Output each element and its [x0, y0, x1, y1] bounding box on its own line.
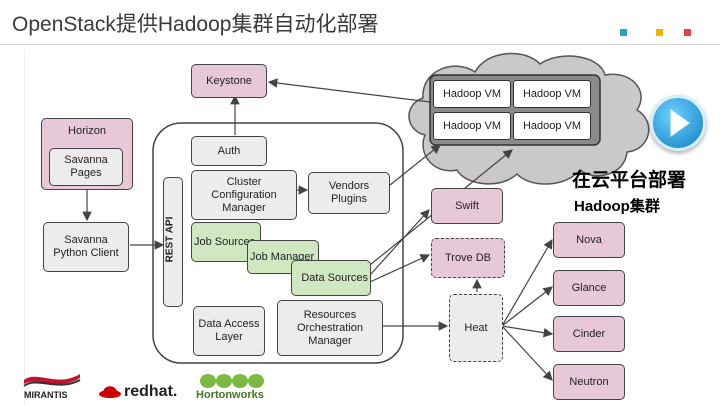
- rest-api-box: [163, 177, 183, 307]
- mirantis-logo-text: MIRANTIS: [24, 390, 68, 400]
- redhat-logo-mark: [99, 386, 121, 398]
- accent-dot-blue: [620, 29, 627, 36]
- savanna-client-box: Savanna Python Client: [43, 222, 129, 272]
- accent-dot-yellow: [656, 29, 663, 36]
- mirantis-logo-mark: [23, 374, 81, 387]
- trove-box: Trove DB: [431, 238, 505, 278]
- data-sources-box: Data Sources: [291, 260, 371, 296]
- play-icon: [670, 109, 690, 137]
- cinder-box: Cinder: [553, 316, 625, 352]
- savanna-pages-box: Savanna Pages: [49, 148, 123, 186]
- play-button[interactable]: [650, 95, 706, 151]
- vm-box-4: Hadoop VM: [513, 112, 591, 140]
- hortonworks-logo-mark: [200, 374, 264, 388]
- overlay-subheading: Hadoop集群: [574, 198, 660, 215]
- vm-box-2: Hadoop VM: [513, 80, 591, 108]
- swift-box: Swift: [431, 188, 503, 224]
- title-rule: [0, 44, 720, 45]
- auth-box: Auth: [191, 136, 267, 166]
- slide-title: OpenStack提供Hadoop集群自动化部署: [12, 13, 379, 36]
- glance-box: Glance: [553, 270, 625, 306]
- keystone-box: Keystone: [191, 64, 267, 98]
- cluster-config-box: Cluster Configuration Manager: [191, 170, 297, 220]
- job-sources-box: Job Sources: [191, 222, 261, 262]
- vm-box-1: Hadoop VM: [433, 80, 511, 108]
- vm-box-3: Hadoop VM: [433, 112, 511, 140]
- rest-api-label: REST API: [164, 216, 176, 263]
- hortonworks-logo-text: Hortonworks: [196, 389, 264, 401]
- diagram-frame: Keystone Horizon Savanna Pages Savanna P…: [24, 50, 661, 405]
- resources-orch-box: Resources Orchestration Manager: [277, 300, 383, 356]
- heat-box: Heat: [449, 294, 503, 362]
- nova-box: Nova: [553, 222, 625, 258]
- neutron-box: Neutron: [553, 364, 625, 400]
- job-manager-box: Job Manager: [247, 240, 319, 274]
- data-access-box: Data Access Layer: [193, 306, 265, 356]
- vendors-plugins-box: Vendors Plugins: [308, 172, 390, 214]
- redhat-logo-text: redhat.: [124, 383, 178, 400]
- overlay-heading: 在云平台部署: [572, 170, 687, 191]
- accent-dot-red: [684, 29, 691, 36]
- horizon-label: Horizon: [68, 125, 106, 137]
